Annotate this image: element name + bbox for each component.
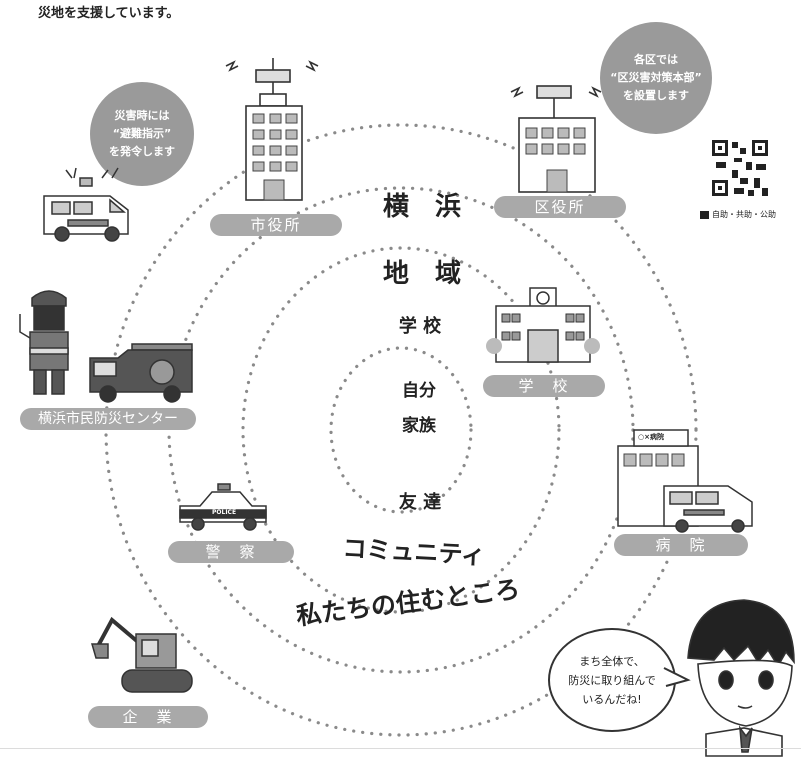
qr-caption-row: 自助・共助・公助 [700, 209, 776, 220]
ring-label-community: コミュニティ [341, 534, 486, 570]
ring-label-chiiki: 地 域 [382, 259, 462, 289]
ring-label-tomodachi: 友 達 [398, 492, 442, 513]
label-kuyakusho: 区役所 [494, 196, 626, 218]
boy-character [687, 599, 795, 757]
firefighter-icon [19, 290, 69, 395]
bubble-line: 各区では [634, 53, 678, 66]
police-car-icon [179, 483, 267, 531]
ward-office-building [510, 85, 602, 193]
label-center: 横浜市民防災センター [20, 408, 196, 430]
intro-text-fragment: 災地を支援しています。 [38, 6, 180, 21]
speech-line: 防災に取り組んで [568, 673, 656, 687]
ambulance-icon [43, 167, 129, 242]
excavator-icon [91, 616, 193, 693]
bottom-divider [0, 748, 801, 749]
bubble-line: “避難指示” [112, 127, 172, 140]
ring-label-kazoku: 家族 [402, 416, 436, 436]
hospital-building [617, 429, 753, 533]
label-keisatsu: 警 察 [168, 541, 294, 563]
speech-bubble: まち全体で、 防災に取り組んで いるんだね! [548, 628, 676, 732]
label-byouin: 病 院 [614, 534, 748, 556]
speech-line: いるんだね! [582, 692, 642, 706]
bubble-line: 災害時には [114, 109, 170, 122]
speech-tail-icon [663, 667, 691, 687]
ring-label-jibun: 自分 [402, 381, 436, 401]
label-kigyou: 企 業 [88, 706, 208, 728]
fire-truck-icon [89, 343, 193, 403]
city-hall-building [225, 58, 319, 201]
evacuation-order-bubble: 災害時には “避難指示” を発令します [90, 82, 194, 186]
bubble-line: を発令します [109, 145, 175, 158]
label-shiyakusho: 市役所 [210, 214, 342, 236]
ring-label-yokohama: 横 浜 [382, 192, 462, 222]
police-sign: POLICE [212, 509, 237, 516]
qr-code-icon[interactable] [710, 138, 770, 198]
hospital-sign: ○×病院 [638, 433, 664, 441]
school-building [486, 287, 600, 363]
bubble-line: “区災害対策本部” [610, 71, 702, 84]
qr-caption: 自助・共助・公助 [712, 210, 776, 219]
ring-label-gakkou: 学 校 [398, 316, 442, 337]
play-icon [700, 210, 709, 219]
disaster-headquarters-bubble: 各区では “区災害対策本部” を設置します [600, 22, 712, 134]
label-gakkou: 学 校 [483, 375, 605, 397]
speech-line: まち全体で、 [579, 654, 645, 668]
bubble-line: を設置します [623, 89, 689, 102]
